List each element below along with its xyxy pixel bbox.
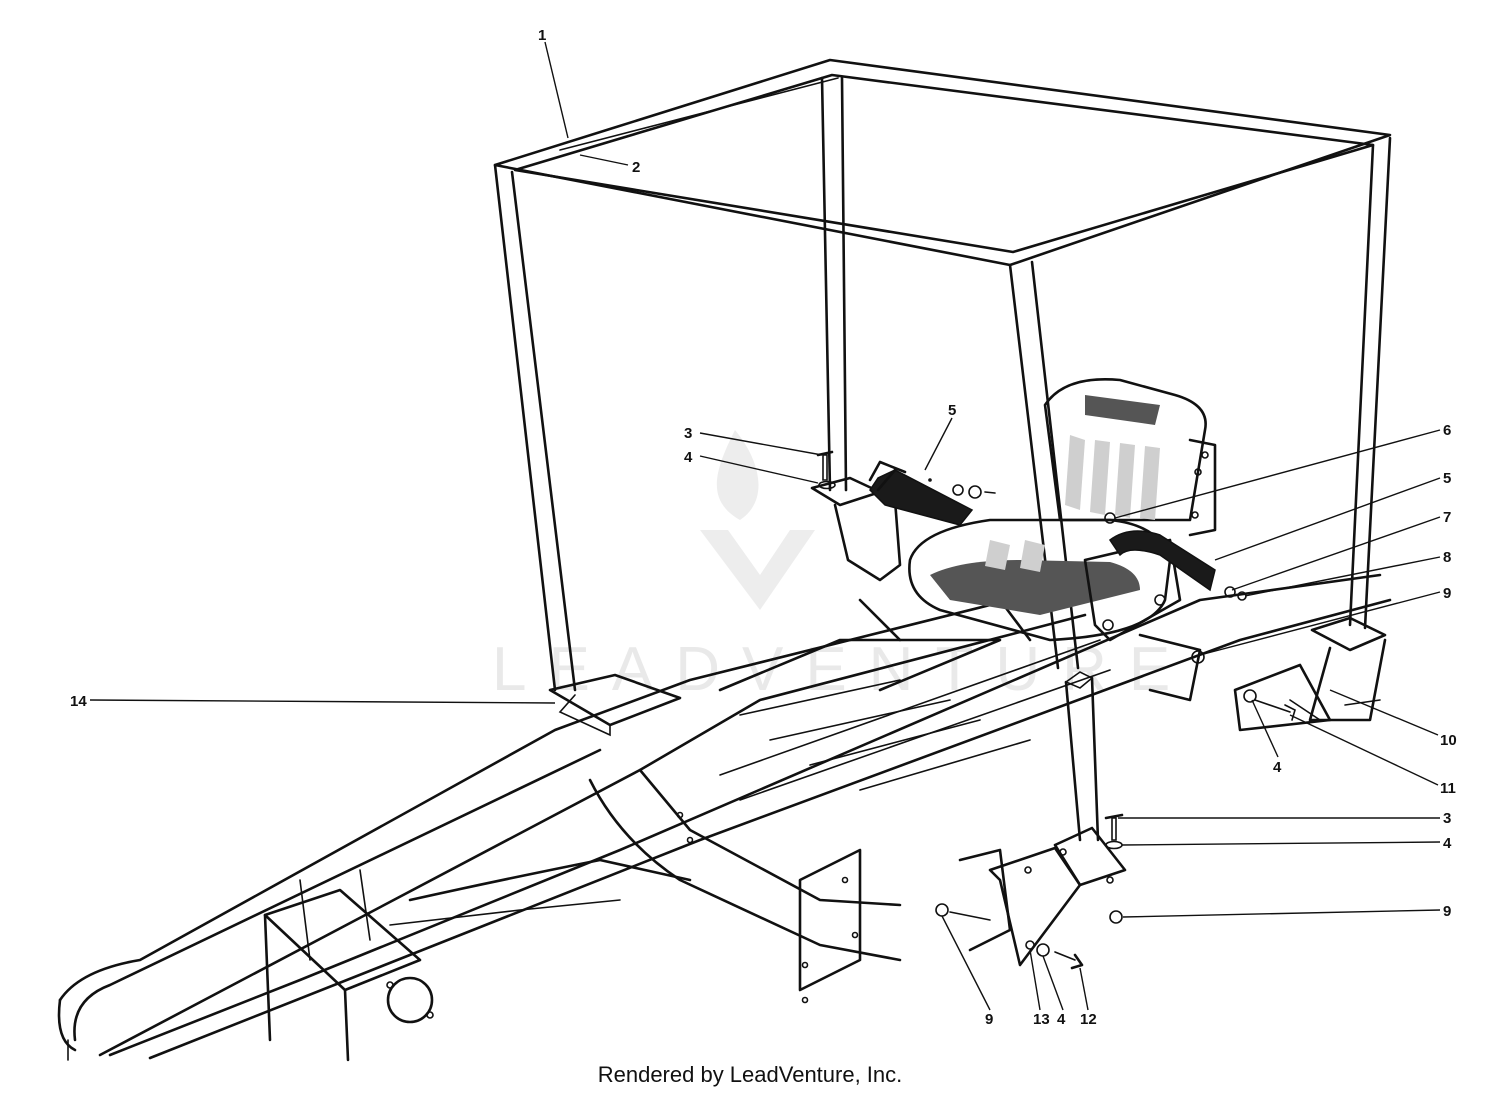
seat bbox=[908, 378, 1217, 642]
watermark-logo-icon bbox=[700, 430, 815, 610]
callout-label: 7 bbox=[1443, 509, 1451, 526]
callout-label: 5 bbox=[948, 402, 956, 419]
callout-label: 11 bbox=[1440, 780, 1456, 797]
credit-text: Rendered by LeadVenture, Inc. bbox=[597, 1062, 903, 1087]
callout-label: 5 bbox=[1443, 470, 1451, 487]
callout-label: 3 bbox=[684, 425, 692, 442]
watermark: LEADVENTURE bbox=[492, 430, 1192, 704]
callout-label: 4 bbox=[684, 449, 693, 466]
callout-label: 3 bbox=[1443, 810, 1451, 827]
callouts: 1 2 3 4 5 6 5 7 8 9 10 11 4 14 3 4 9 9 1… bbox=[70, 27, 1457, 1028]
callout-label: 12 bbox=[1080, 1011, 1097, 1028]
callout-label: 8 bbox=[1443, 549, 1451, 566]
callout-label: 4 bbox=[1443, 835, 1452, 852]
leader-lines bbox=[89, 41, 1441, 1011]
callout-label: 13 bbox=[1033, 1011, 1050, 1028]
watermark-text: LEADVENTURE bbox=[492, 635, 1192, 704]
callout-label: 14 bbox=[70, 693, 87, 710]
seat-belts bbox=[868, 460, 1216, 592]
callout-label: 9 bbox=[1443, 585, 1451, 602]
callout-label: 6 bbox=[1443, 422, 1451, 439]
callout-label: 10 bbox=[1440, 732, 1457, 749]
callout-label: 1 bbox=[538, 27, 546, 44]
callout-label: 2 bbox=[632, 159, 640, 176]
callout-label: 9 bbox=[985, 1011, 993, 1028]
callout-label: 4 bbox=[1057, 1011, 1066, 1028]
tractor-frame bbox=[57, 573, 1392, 1062]
callout-label: 4 bbox=[1273, 759, 1282, 776]
hardware bbox=[816, 450, 1296, 970]
callout-label: 9 bbox=[1443, 903, 1451, 920]
